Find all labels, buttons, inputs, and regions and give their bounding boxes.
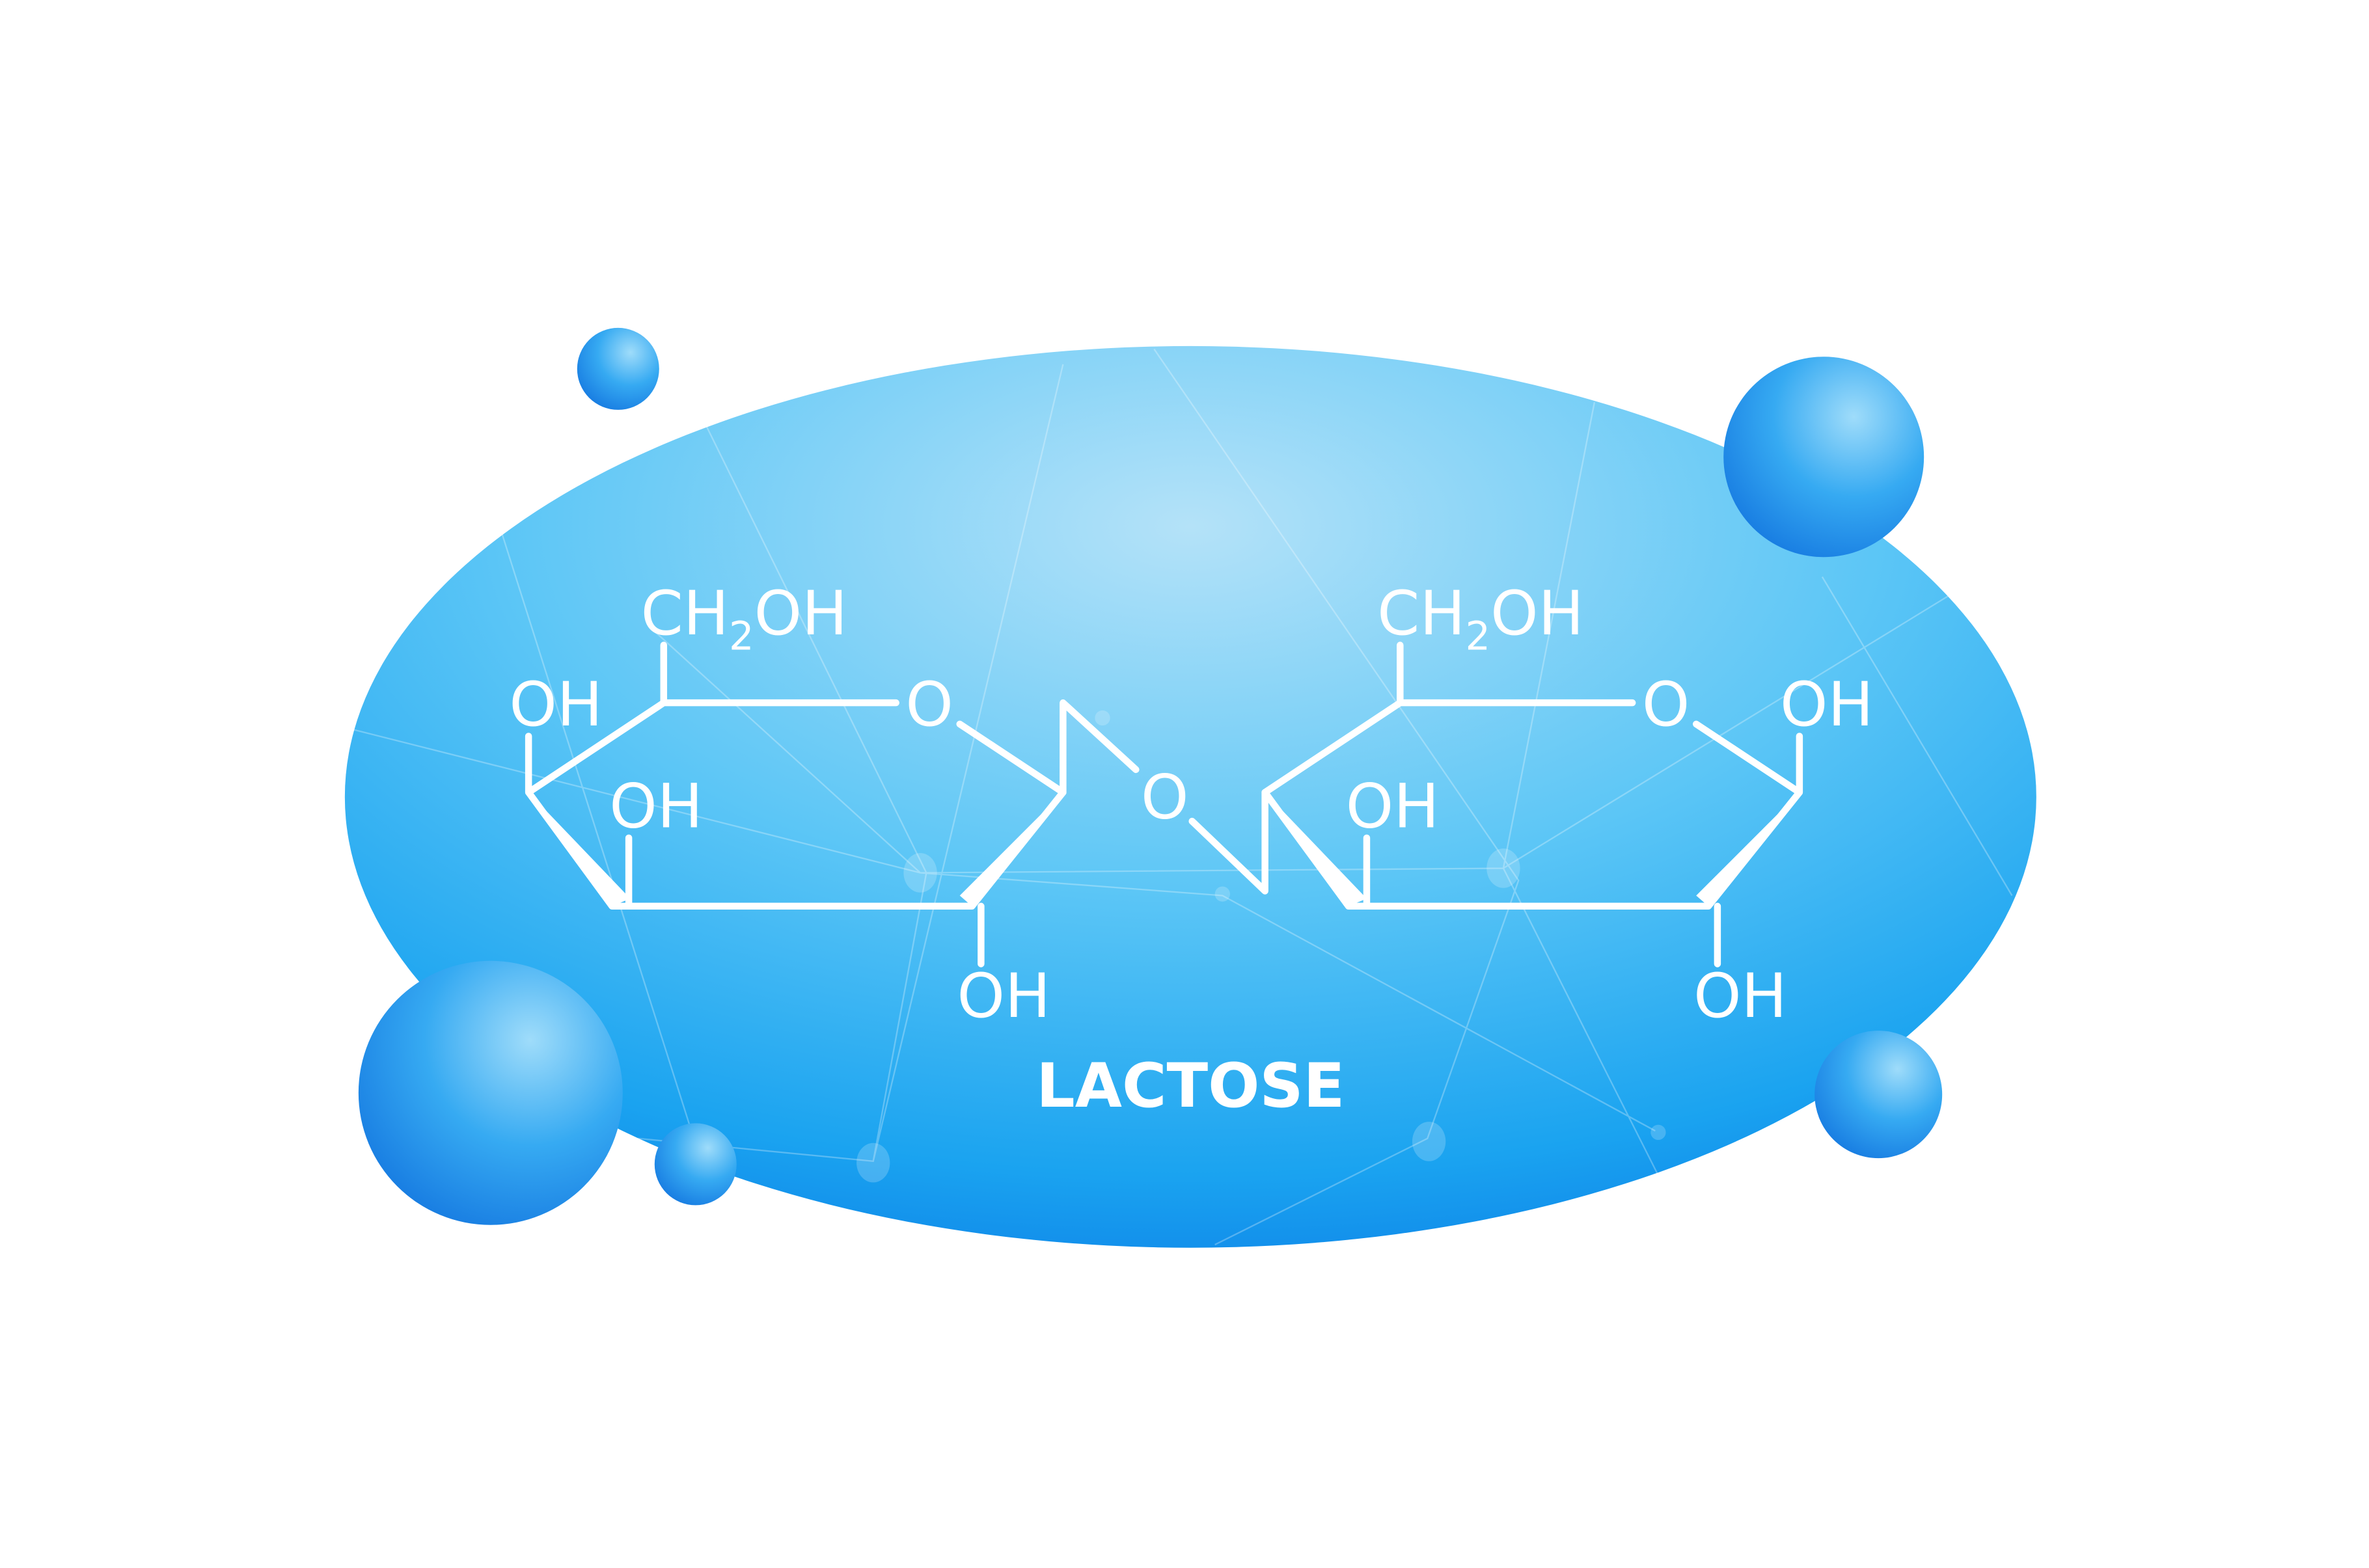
ch2oh-left-label: CH2OH xyxy=(641,578,848,659)
sphere xyxy=(654,1123,737,1206)
ring-oxygen-right: O xyxy=(1642,669,1690,740)
sphere xyxy=(1814,1031,1943,1159)
oh-left-2: OH xyxy=(609,771,703,842)
sphere xyxy=(577,327,659,410)
molecule-title: LACTOSE xyxy=(1036,1051,1345,1122)
ring-oxygen-left: O xyxy=(905,669,953,740)
oh-left-1: OH xyxy=(509,669,603,740)
ch2oh-right-label: CH2OH xyxy=(1377,578,1584,659)
sphere xyxy=(358,960,623,1225)
oh-right-2: OH xyxy=(1346,771,1440,842)
background-blob xyxy=(344,345,2036,1248)
bridge-oxygen: O xyxy=(1141,762,1188,833)
oh-right-3: OH xyxy=(1693,961,1787,1032)
network-nodes xyxy=(856,710,1666,1183)
structural-formula: CH2OH CH2OH O O O OH OH OH OH OH OH xyxy=(509,578,1873,1032)
decorative-spheres xyxy=(358,327,1943,1225)
sphere xyxy=(1723,357,1924,558)
oh-left-3: OH xyxy=(957,961,1051,1032)
oh-right-1: OH xyxy=(1780,669,1874,740)
network-lines xyxy=(349,348,2013,1246)
